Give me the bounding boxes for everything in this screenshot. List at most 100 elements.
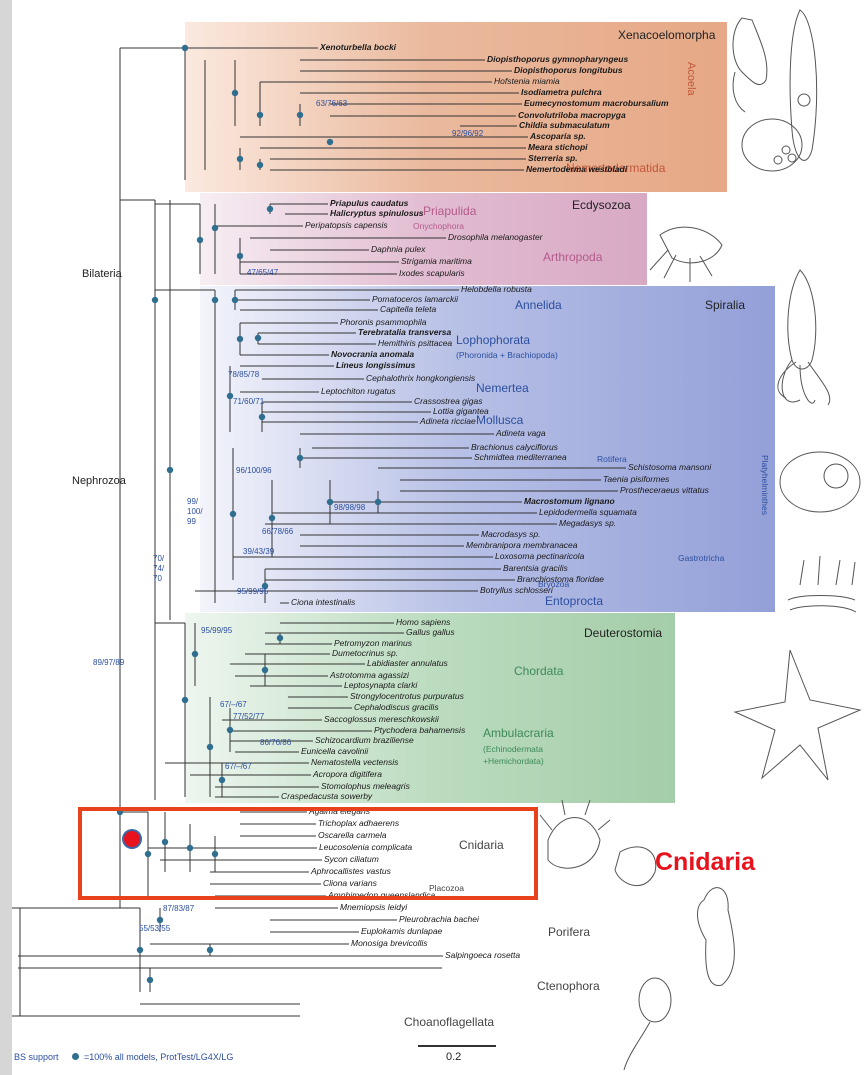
ambulacraria-sub1: (Echinodermata xyxy=(483,744,543,754)
bs-node-dot xyxy=(375,499,381,505)
taxon-label: Peripatopsis capensis xyxy=(305,220,388,230)
taxon-label: Ciona intestinalis xyxy=(291,597,355,607)
arthropoda-label: Arthropoda xyxy=(543,250,602,264)
scale-label: 0.2 xyxy=(446,1051,461,1063)
bs-legend-text: =100% all models, ProtTest/LG4X/LG xyxy=(84,1052,233,1062)
taxon-label: Diopisthoporus gymnopharyngeus xyxy=(487,54,628,64)
nephrozoa-label: Nephrozoa xyxy=(72,475,126,487)
gastrotricha-label: Gastrotricha xyxy=(678,553,724,563)
taxon-label: Strigamia maritima xyxy=(401,256,472,266)
taxon-label: Capitella teleta xyxy=(380,304,436,314)
priapulida-label: Priapulida xyxy=(423,204,476,218)
porifera-label: Porifera xyxy=(548,925,590,939)
taxon-label: Novocrania anomala xyxy=(331,349,414,359)
taxon-label: Strongylocentrotus purpuratus xyxy=(350,691,464,701)
platyhelminthes-label: Platyhelminthes xyxy=(760,455,770,515)
bs-node-dot xyxy=(227,727,233,733)
bs-label: 77/52/77 xyxy=(233,712,264,721)
bs-label: 92/96/92 xyxy=(452,129,483,138)
taxon-label: Schmidtea mediterranea xyxy=(474,452,567,462)
legend-node-icon xyxy=(72,1053,79,1060)
bs-node-dot xyxy=(182,45,188,51)
cnidaria-highlight-box xyxy=(78,807,538,900)
bs-label: 99/ xyxy=(187,497,198,506)
bs-node-dot xyxy=(255,335,261,341)
taxon-label: Childia submaculatum xyxy=(519,120,610,130)
bs-node-dot xyxy=(277,635,283,641)
annelida-label: Annelida xyxy=(515,298,562,312)
bs-node-dot xyxy=(197,237,203,243)
taxon-label: Homo sapiens xyxy=(396,617,450,627)
taxon-label: Convolutriloba macropyga xyxy=(518,110,626,120)
taxon-label: Craspedacusta sowerby xyxy=(281,791,372,801)
bs-label: 95/99/95 xyxy=(201,626,232,635)
taxon-label: Sterreria sp. xyxy=(528,153,578,163)
bs-label: 99 xyxy=(187,517,196,526)
bs-label: 70/ xyxy=(153,554,164,563)
taxon-label: Adineta vaga xyxy=(496,428,546,438)
entoprocta-label: Entoprocta xyxy=(545,594,603,608)
bs-node-dot xyxy=(157,917,163,923)
bs-label: 78/85/78 xyxy=(228,370,259,379)
deuterostomia-title: Deuterostomia xyxy=(584,626,662,640)
bs-label: 89/97/89 xyxy=(93,658,124,667)
taxon-label: Labidiaster annulatus xyxy=(367,658,448,668)
bs-node-dot xyxy=(267,206,273,212)
bs-label: 96/100/96 xyxy=(236,466,272,475)
taxon-label: Petromyzon marinus xyxy=(334,638,412,648)
bs-node-dot xyxy=(192,651,198,657)
bs-node-dot xyxy=(257,162,263,168)
bs-label: 98/98/98 xyxy=(334,503,365,512)
taxon-label: Macrostomum lignano xyxy=(524,496,615,506)
taxon-label: Macrodasys sp. xyxy=(481,529,541,539)
bs-node-dot xyxy=(259,414,265,420)
bilateria-label: Bilateria xyxy=(82,268,122,280)
bs-node-dot xyxy=(212,225,218,231)
taxon-label: Hofstenia miamia xyxy=(494,76,560,86)
bs-node-dot xyxy=(167,467,173,473)
bs-label: 86/76/86 xyxy=(260,738,291,747)
bs-node-dot xyxy=(327,499,333,505)
bs-node-dot xyxy=(230,511,236,517)
bs-node-dot xyxy=(237,156,243,162)
bs-label: 63/76/63 xyxy=(316,99,347,108)
taxon-label: Dumetocrinus sp. xyxy=(332,648,398,658)
bs-label: 67/–/67 xyxy=(220,700,247,709)
acoela-label: Acoela xyxy=(685,62,697,96)
taxon-label: Lineus longissimus xyxy=(336,360,415,370)
taxon-label: Meara stichopi xyxy=(528,142,588,152)
bs-node-dot xyxy=(212,297,218,303)
chordata-label: Chordata xyxy=(514,664,563,678)
taxon-label: Brachionus calyciflorus xyxy=(471,442,558,452)
bs-label: 71/60/71 xyxy=(233,397,264,406)
bs-node-dot xyxy=(297,112,303,118)
taxon-label: Loxosoma pectinaricola xyxy=(495,551,584,561)
bs-node-dot xyxy=(207,744,213,750)
taxon-label: Nemertoderma westbladi xyxy=(526,164,627,174)
taxon-label: Acropora digitifera xyxy=(313,769,382,779)
bs-node-dot xyxy=(207,947,213,953)
taxon-label: Eumecynostomum macrobursalium xyxy=(524,98,669,108)
bs-label: 100/ xyxy=(187,507,203,516)
ecdysozoa-title: Ecdysozoa xyxy=(572,198,631,212)
bs-node-dot xyxy=(237,336,243,342)
bs-label: 66/78/66 xyxy=(262,527,293,536)
scale-bar xyxy=(418,1045,496,1047)
taxon-label: Membranipora membranacea xyxy=(466,540,578,550)
choanoflagellata-label: Choanoflagellata xyxy=(404,1015,494,1029)
taxon-label: Hemithiris psittacea xyxy=(378,338,452,348)
bs-label: 74/ xyxy=(153,564,164,573)
taxon-label: Ixodes scapularis xyxy=(399,268,465,278)
bs-node-dot xyxy=(219,777,225,783)
lophophorata-label: Lophophorata xyxy=(456,333,530,347)
bs-label: 95/99/95 xyxy=(237,587,268,596)
taxon-label: Cephalothrix hongkongiensis xyxy=(366,373,475,383)
cnidaria-annotation: Cnidaria xyxy=(655,848,755,877)
taxon-label: Daphnia pulex xyxy=(371,244,425,254)
taxon-label: Mnemiopsis leidyi xyxy=(340,902,407,912)
taxon-label: Leptosynapta clarki xyxy=(344,680,417,690)
bs-node-dot xyxy=(269,515,275,521)
bs-node-dot xyxy=(327,139,333,145)
taxon-label: Leptochiton rugatus xyxy=(321,386,396,396)
